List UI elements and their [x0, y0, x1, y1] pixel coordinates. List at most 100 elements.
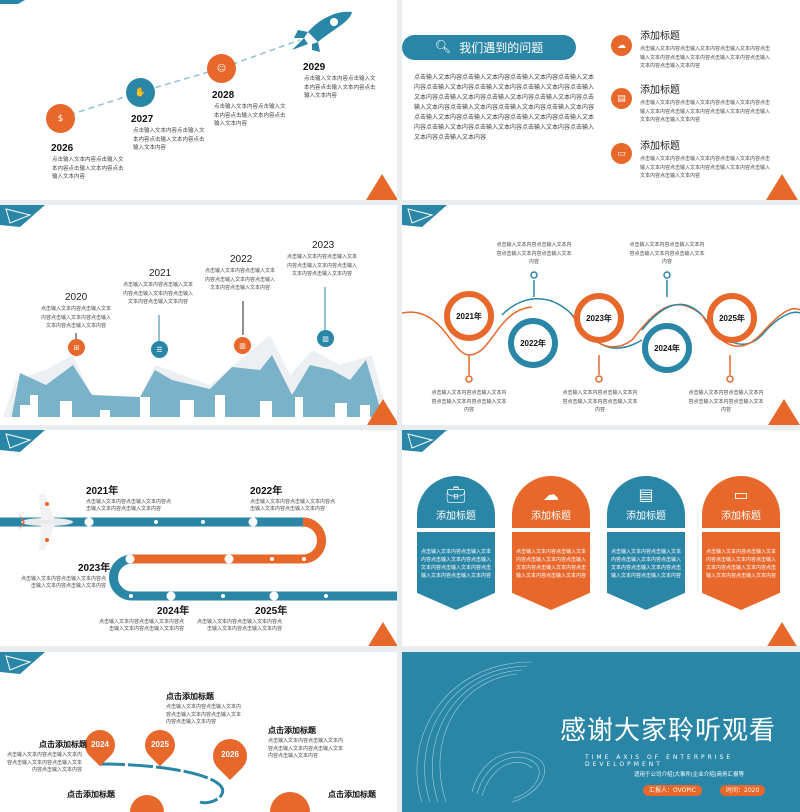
body-text: 击输入文本内容点击输入文本内容	[30, 583, 106, 589]
feature-card: 💼︎添加标题 点击输入文本内容点击输入文本内容点击输入文本内容点击输入文本内容点…	[417, 476, 495, 610]
year-ring: 2024年	[642, 323, 692, 373]
monitor-chart-icon: ▭	[733, 485, 749, 504]
spiral-decoration	[416, 661, 545, 803]
card-title: 添加标题	[436, 511, 476, 522]
search-icon: 🔍︎	[434, 40, 452, 55]
pin-year: 2026	[221, 750, 239, 759]
money-bag-icon: $	[46, 104, 75, 133]
body-text: 容点击输入文本内容点击输入文本	[562, 398, 638, 405]
body-text: 内容点击输入文本内容点击输入	[204, 276, 275, 283]
corner-decoration	[0, 430, 45, 452]
building-chart-icon: ▥	[317, 330, 334, 347]
body-text: 击输入文本内容点击输入文本内容	[206, 626, 282, 632]
body-text: 文本内容点击输入文本内容	[414, 134, 487, 141]
slide-thumbnail-8[interactable]: 感谢大家聆听观看 TIME AXIS OF ENTERPRISE DEVELOP…	[402, 652, 800, 812]
year-label: 2020	[65, 292, 88, 303]
item-heading: 点击添加标题	[39, 740, 87, 749]
body-text: 内容	[720, 407, 731, 413]
item-heading: 点击添加标题	[328, 790, 376, 799]
body-text: 文本内容点击输入文本内容	[640, 63, 701, 69]
document-icon: ▤	[611, 88, 632, 109]
slide-thumbnail-2[interactable]: 🔍︎ 我们遇到的问题 点击输入文本内容点击输入文本内容点击输入文本内容点击输入文…	[402, 0, 800, 200]
body-text: 点击输入文本内容点击输入文本内	[6, 752, 82, 758]
body-text: 点击输入文本内容点击输入文本	[122, 282, 193, 288]
slide-thumbnail-3[interactable]: ⊞ ☰ ▥ ▥ 2020 点击输入文本内容点击输入文本内容点击输入文本内容点击输…	[0, 205, 397, 425]
body-text: 输入文本内容点击输入文本内容点击输入文本内容点击输入	[640, 164, 771, 171]
body-text: 点击输入文本内容点击输入文本内容点	[196, 619, 282, 625]
body-text: 内容点击输入文本内容点击输入文本内容点击输入文本内容点击输入	[414, 124, 595, 131]
body-text: 输入文本内容	[52, 174, 86, 180]
body-text: 容点击输入文本内容点击输入文本	[496, 250, 572, 257]
year-ring: 2023年	[574, 293, 624, 343]
item-title: 添加标题	[640, 85, 680, 96]
body-text: 内容点击输入文本内容点击输入	[122, 290, 193, 297]
airplane-icon	[19, 494, 73, 550]
body-text: 点击输入文本内容点击输入文本内	[629, 242, 705, 248]
item-heading: 点击添加标题	[67, 790, 115, 799]
year-label: 2023	[312, 240, 335, 251]
year-ring: 2021年	[444, 291, 494, 341]
slide-thumbnail-6[interactable]: 💼︎ 添加标题 点击输入文本内容点击输入文本内容点击输入文本内容点击输入文本内容点…	[402, 430, 800, 646]
body-text: 点击输入文本内容点击输入文	[214, 104, 286, 110]
body-text: 点击输入文本内容点击输入文本内容点	[86, 499, 172, 505]
body-text: 容点击输入文本内容点击输入文本	[166, 711, 242, 718]
corner-triangle	[766, 174, 798, 200]
body-text: 点击输入文本内容点击输入文本内容点	[98, 619, 184, 625]
feature-card: ▭ 添加标题 点击输入文本内容点击输入文本内容点击输入文本内容点击输入文本内容点击…	[702, 476, 780, 610]
pin-year: 2024	[91, 740, 109, 749]
body-text: 输入文本内容点击输入文本内容点击输入文本内容点击输入	[640, 108, 771, 115]
chat-icon: ☰	[151, 341, 168, 358]
slide-thumbnail-4[interactable]: 2021年 2022年 2023年 2024年 2025年 点击输入文本内容点击…	[402, 205, 800, 425]
slide-thumbnail-1[interactable]: $ ✋ ☺ 2026 点击输入文本内容点击输入文本内容点击输入文本内容点击输入文…	[0, 0, 397, 200]
body-text: 点击输入文本内容点击输入文	[52, 157, 124, 163]
body-text: 本内容点击输入文本内容点击	[133, 136, 205, 143]
feature-card: ☁添加标题 点击输入文本内容点击输入文本内容点击输入文本内容点击输入文本内容点击…	[512, 476, 590, 610]
body-text: 点击输入文本内容点击输入文本内容点击输入文本内容点击	[640, 46, 771, 52]
slide-thumbnail-5[interactable]: 2021年 点击输入文本内容点击输入文本内容点击输入文本内容点击输入文本内容 2…	[0, 430, 397, 646]
slide-thumbnail-7[interactable]: 2024 2025 2026 点击添加标题 点击输入文本内容点击输入文本内容点击…	[0, 652, 397, 812]
card-title: 添加标题	[531, 511, 571, 522]
body-text: 点击输入文本内容点击输入文本内	[166, 704, 242, 710]
body-text: 点击输入文本内容点击输入文本内容点	[20, 576, 106, 582]
card-title: 添加标题	[721, 511, 761, 522]
item-title: 添加标题	[640, 31, 680, 42]
year-label: 2022	[230, 254, 253, 265]
card-title: 添加标题	[626, 511, 666, 522]
bar-chart-icon: ▥	[234, 337, 251, 354]
body-text: 内容点击输入文本内容	[268, 753, 319, 759]
item-heading: 点击添加标题	[268, 726, 316, 735]
year-label: 2023年	[78, 563, 111, 574]
tagline: 适用于公司介绍|大事件|企业介绍|商务汇报等	[634, 772, 745, 778]
body-text: 本内容点击输入文本内容点击	[304, 84, 376, 91]
body-text: 点击输入文本内容点击输入文本内容点击输入文本内容点击	[640, 100, 771, 106]
body-text: 内容	[463, 407, 474, 413]
body-text: 文本内容点击输入文本内容	[640, 173, 701, 179]
corner-decoration	[0, 205, 45, 227]
body-text: 输入文本内容点击输入文本内容点击输入文本内容点击输入	[640, 54, 771, 61]
org-chart-icon: ⊞	[68, 339, 85, 356]
corner-triangle	[367, 622, 397, 646]
body-text: 文本内容点击输入文本内容点击输入文本内容点击输入文本内容点击	[414, 94, 595, 101]
english-subtitle: TIME AXIS OF ENTERPRISE DEVELOPMENT	[585, 754, 734, 768]
year-label: 2022年	[250, 486, 283, 497]
year-label: 2021	[149, 268, 172, 279]
body-text: 文本内容点击输入文本内容	[127, 299, 188, 305]
body-text: 输入文本内容	[133, 145, 167, 151]
body-text: 点击输入文本内容点击输入文本	[40, 306, 111, 312]
date-badge: 时间：2020	[720, 785, 766, 796]
feature-card: ▤添加标题 点击输入文本内容点击输入文本内容点击输入文本内容点击输入文本内容点击…	[607, 476, 685, 610]
pin-year: 2025	[151, 740, 169, 749]
briefcase-icon: 💼︎	[445, 485, 467, 504]
body-text: 内容点击输入文本内容点击输入文本内容点击输入文本内容点击输入	[414, 84, 595, 91]
body-text: 内容点击输入文本内容	[31, 767, 82, 773]
body-text: 点击输入文本内容点击输入文本内容点	[250, 499, 336, 505]
corner-triangle	[367, 399, 397, 425]
body-text: 击输入文本内容点击输入文本内容	[250, 506, 326, 512]
body-text: 内容	[528, 259, 539, 265]
body-text: 本内容点击输入文本内容点击	[214, 112, 286, 119]
card-text: 点击输入文本内容点击输入文本内容点击输入文本内容点击输入文本内容点击输入文本内容…	[702, 532, 780, 610]
body-text: 击输入文本内容点击输入文本内容	[108, 626, 184, 632]
body-text: 容点击输入文本内容点击输入文本	[629, 250, 705, 257]
document-icon: ▤	[638, 485, 654, 504]
curved-path	[99, 762, 310, 812]
